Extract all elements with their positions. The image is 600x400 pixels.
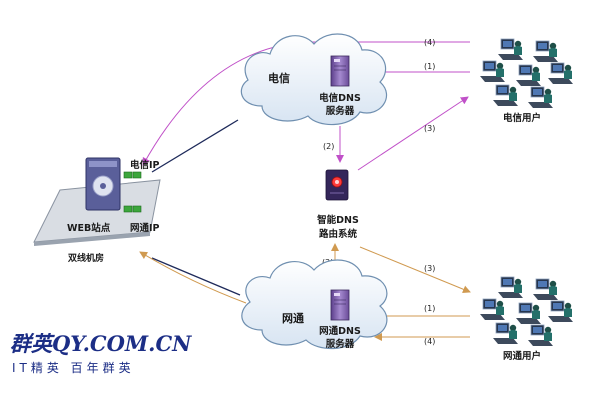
step-label-netcom-3: (3) xyxy=(424,264,435,273)
web-site-label: WEB站点 xyxy=(67,222,111,234)
watermark-slogan: IT精英 百年群英 xyxy=(12,361,135,375)
datacenter-label: 双线机房 xyxy=(68,252,104,264)
netcom-dns-server-icon xyxy=(330,289,350,321)
telecom-cloud-label: 电信 xyxy=(268,71,290,85)
smart-dns-label-line2: 路由系统 xyxy=(319,228,358,240)
step-label-telecom-1: (1) xyxy=(424,62,435,71)
netcom-users-label: 网通用户 xyxy=(503,350,541,362)
step-label-telecom-3: (3) xyxy=(424,124,435,133)
netcom-dns-label-line2: 服务器 xyxy=(326,338,355,350)
arrow-netcom-to-datacenter xyxy=(139,251,247,304)
smart-dns-label-line1: 智能DNS xyxy=(317,214,359,226)
step-label-netcom-1: (1) xyxy=(424,304,435,313)
telecom-users-label: 电信用户 xyxy=(503,112,541,124)
telecom-dns-server-icon xyxy=(330,55,350,87)
link-telecom-datacenter xyxy=(151,119,239,173)
netcom-cloud-label: 网通 xyxy=(282,312,304,325)
watermark-brand: 群英QY.COM.CN xyxy=(10,331,192,356)
step-label-telecom-4: (4) xyxy=(424,38,435,47)
netcom-users-icon xyxy=(479,276,574,347)
netcom-ip-label: 网通IP xyxy=(130,223,160,234)
arrow-telecom-step3 xyxy=(357,96,469,171)
step-label-telecom-2: (2) xyxy=(323,142,334,151)
telecom-cloud: 电信 xyxy=(240,33,387,126)
telecom-users-icon xyxy=(479,38,574,109)
telecom-dns-label-line1: 电信DNS xyxy=(319,92,361,104)
web-server-icon xyxy=(85,157,121,211)
arrow-netcom-step3 xyxy=(359,246,471,294)
smart-dns-router-icon xyxy=(325,169,349,201)
link-netcom-datacenter xyxy=(151,257,241,296)
netcom-dns-label-line1: 网通DNS xyxy=(319,326,361,337)
step-label-netcom-4: (4) xyxy=(424,337,435,346)
netcom-cloud: 网通 xyxy=(241,259,388,350)
netcom-ip-port-icon xyxy=(123,205,142,213)
datacenter-platform xyxy=(33,179,161,246)
telecom-ip-port-icon xyxy=(123,171,142,179)
telecom-dns-label-line2: 服务器 xyxy=(326,105,355,117)
telecom-ip-label: 电信IP xyxy=(130,159,160,171)
